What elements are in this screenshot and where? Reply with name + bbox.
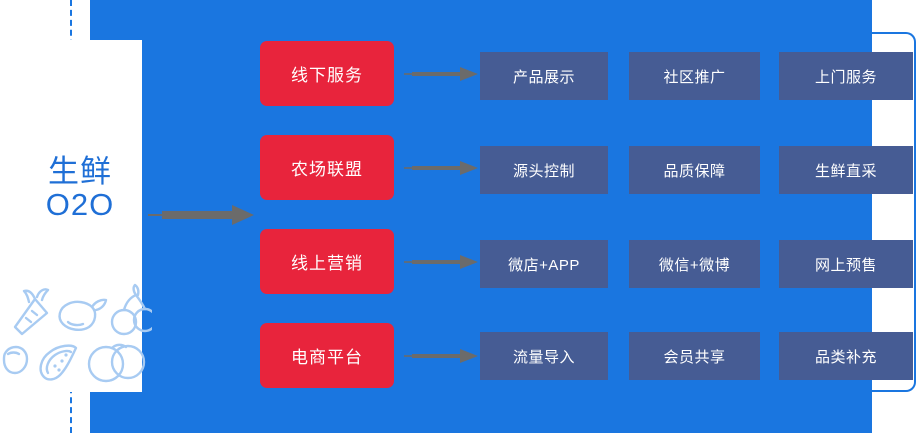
eggplant-icon — [58, 298, 108, 332]
outcome-box-label: 社区推广 — [663, 68, 726, 86]
brand-title-en: O2O — [45, 187, 115, 223]
category-card-label: 线上营销 — [291, 254, 363, 273]
category-card-1[interactable]: 农场联盟 — [260, 135, 394, 200]
carrot-icon — [13, 288, 50, 336]
category-card-label: 电商平台 — [291, 348, 363, 367]
watermelon-slice-icon — [39, 344, 78, 381]
outcome-box-0-2[interactable]: 上门服务 — [779, 52, 913, 100]
page-title: 生鲜 O2O — [20, 155, 140, 222]
outcome-box-3-2[interactable]: 品类补充 — [779, 332, 913, 380]
outcome-box-label: 流量导入 — [512, 348, 575, 366]
cherries-icon — [110, 283, 152, 336]
row-arrow-1 — [404, 160, 480, 176]
outcome-box-label: 微信+微博 — [658, 256, 731, 274]
outcome-box-label: 产品展示 — [512, 68, 575, 86]
outcome-box-label: 会员共享 — [663, 348, 726, 366]
category-card-label: 线下服务 — [291, 66, 363, 85]
category-card-2[interactable]: 线上营销 — [260, 229, 394, 294]
produce-icon-group — [2, 282, 152, 387]
category-card-3[interactable]: 电商平台 — [260, 323, 394, 388]
category-card-0[interactable]: 线下服务 — [260, 41, 394, 106]
outcome-box-2-0[interactable]: 微店+APP — [480, 240, 608, 288]
bottom-right-notch — [872, 392, 922, 433]
outcome-box-label: 上门服务 — [814, 68, 877, 86]
outcome-box-label: 生鲜直采 — [814, 162, 877, 180]
outcome-box-label: 源头控制 — [512, 162, 575, 180]
top-right-notch — [872, 0, 922, 33]
outcome-box-3-1[interactable]: 会员共享 — [629, 332, 760, 380]
peach-icon — [87, 343, 146, 383]
row-arrow-2 — [404, 254, 480, 270]
outcome-box-1-0[interactable]: 源头控制 — [480, 146, 608, 194]
row-arrow-0 — [404, 66, 480, 82]
brand-title-cn: 生鲜 — [48, 154, 112, 189]
outcome-box-label: 网上预售 — [814, 256, 877, 274]
main-flow-arrow — [148, 203, 256, 227]
row-arrow-3 — [404, 348, 480, 364]
tomato-icon — [2, 345, 29, 375]
outcome-box-1-2[interactable]: 生鲜直采 — [779, 146, 913, 194]
outcome-box-3-0[interactable]: 流量导入 — [480, 332, 608, 380]
outcome-box-label: 品类补充 — [814, 348, 877, 366]
outcome-box-label: 微店+APP — [508, 256, 580, 274]
outcome-box-label: 品质保障 — [663, 162, 726, 180]
outcome-box-0-1[interactable]: 社区推广 — [629, 52, 760, 100]
outcome-box-0-0[interactable]: 产品展示 — [480, 52, 608, 100]
outcome-box-2-2[interactable]: 网上预售 — [779, 240, 913, 288]
category-card-label: 农场联盟 — [291, 160, 363, 179]
outcome-box-1-1[interactable]: 品质保障 — [629, 146, 760, 194]
outcome-box-2-1[interactable]: 微信+微博 — [629, 240, 760, 288]
